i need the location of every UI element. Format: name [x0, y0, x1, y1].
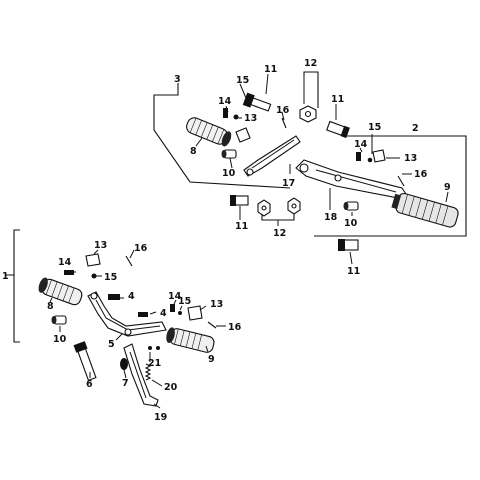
washer-7 [120, 358, 128, 370]
nut-12-top [299, 105, 317, 123]
callout-4a: 4 [128, 291, 135, 302]
frame-assembly-2 [314, 135, 467, 237]
callout-3: 3 [174, 74, 181, 85]
callout-10b: 10 [344, 218, 358, 229]
bolt-11-bottom-left [230, 195, 249, 206]
spring-16-upper [281, 117, 287, 129]
bolt-11-bottom-right [338, 239, 359, 251]
pin-21a [148, 346, 152, 350]
footrest-bracket-17 [243, 135, 301, 177]
callout-11a: 11 [264, 64, 277, 75]
plate-13-lower-left [85, 253, 101, 267]
callout-6: 6 [86, 379, 93, 390]
callout-15b: 15 [368, 122, 381, 133]
callout-1: 1 [2, 271, 9, 282]
washer-15-lower-right [178, 311, 182, 315]
callout-10a: 10 [222, 168, 236, 179]
callout-4b: 4 [160, 308, 167, 319]
footrest-stay-18 [295, 159, 407, 199]
callout-13b: 13 [404, 153, 417, 164]
callout-13d: 13 [210, 299, 223, 310]
footpeg-rubber-right-lower [166, 327, 215, 353]
callout-2: 2 [412, 123, 419, 134]
bracket-12-top [303, 71, 319, 108]
spring-20 [144, 363, 152, 381]
callout-15d: 15 [178, 296, 191, 307]
callout-21: 21 [148, 358, 161, 369]
bracket-assembly-1 [13, 229, 20, 343]
lower-assembly [38, 253, 217, 407]
spring-14-lower-right [170, 304, 175, 312]
bolt-6 [73, 341, 97, 381]
assembly-frames [6, 71, 467, 343]
callout-16a: 16 [276, 105, 290, 116]
callout-13c: 13 [94, 240, 107, 251]
callout-8a: 8 [190, 146, 197, 157]
callout-20: 20 [164, 382, 178, 393]
callout-19: 19 [154, 412, 167, 423]
footpeg-rubber-left-lower [38, 277, 83, 306]
pin-21b [156, 346, 160, 350]
callout-14b: 14 [354, 139, 368, 150]
plate-13-right [372, 149, 386, 163]
pin-lower-left [51, 315, 67, 325]
callout-10c: 10 [53, 334, 67, 345]
footrest-bracket-5 [87, 291, 167, 337]
washer-15-lower-left [91, 273, 97, 279]
spring-14-upper [223, 108, 228, 118]
bolt-4-lower-a [108, 294, 120, 300]
nut-12-bottom-a [257, 199, 271, 217]
spring-16-lower-right [207, 321, 217, 329]
callout-11d: 11 [347, 266, 360, 277]
callout-11b: 11 [331, 94, 344, 105]
callout-9a: 9 [444, 182, 451, 193]
spring-14-lower-left [64, 270, 74, 275]
plate-13-lower-right [187, 305, 203, 321]
footpeg-rubber-right [391, 192, 459, 228]
spring-16-lower-left [125, 255, 133, 267]
callout-16c: 16 [134, 243, 148, 254]
nut-12-bottom-b [287, 197, 301, 215]
callout-12b: 12 [273, 228, 286, 239]
plate-13-upper [235, 127, 251, 143]
spring-14-right [356, 152, 361, 161]
callout-8b: 8 [47, 301, 54, 312]
callout-15a: 15 [236, 75, 249, 86]
callout-12a: 12 [304, 58, 317, 69]
callout-11c: 11 [235, 221, 248, 232]
upper-assembly [186, 92, 459, 251]
bolt-11-top-right [326, 120, 350, 139]
spring-16-right [397, 175, 405, 187]
side-stand-19 [123, 343, 159, 407]
callout-18: 18 [324, 212, 338, 223]
footpeg-rubber-left-upper [186, 117, 232, 147]
callout-5: 5 [108, 339, 115, 350]
callout-14c: 14 [58, 257, 72, 268]
washer-14-right [367, 157, 373, 163]
callout-15c: 15 [104, 272, 117, 283]
callout-labels: 1 2 3 4 4 5 6 7 8 8 9 9 10 10 10 11 11 1… [2, 58, 451, 423]
leader-lines [49, 73, 449, 409]
callout-16b: 16 [414, 169, 428, 180]
frame-assembly-3 [153, 83, 291, 189]
bolt-15-upper [242, 92, 272, 112]
callout-14a: 14 [218, 96, 232, 107]
callout-17: 17 [282, 178, 295, 189]
pin-upper-right [343, 201, 359, 211]
callout-7: 7 [122, 378, 129, 389]
callout-14d: 14 [168, 291, 182, 302]
washer-14-upper [233, 114, 239, 120]
pin-upper-left [221, 149, 237, 159]
callout-13a: 13 [244, 113, 257, 124]
callout-16d: 16 [228, 322, 242, 333]
callout-9b: 9 [208, 354, 215, 365]
bolt-4-lower-b [138, 312, 148, 317]
